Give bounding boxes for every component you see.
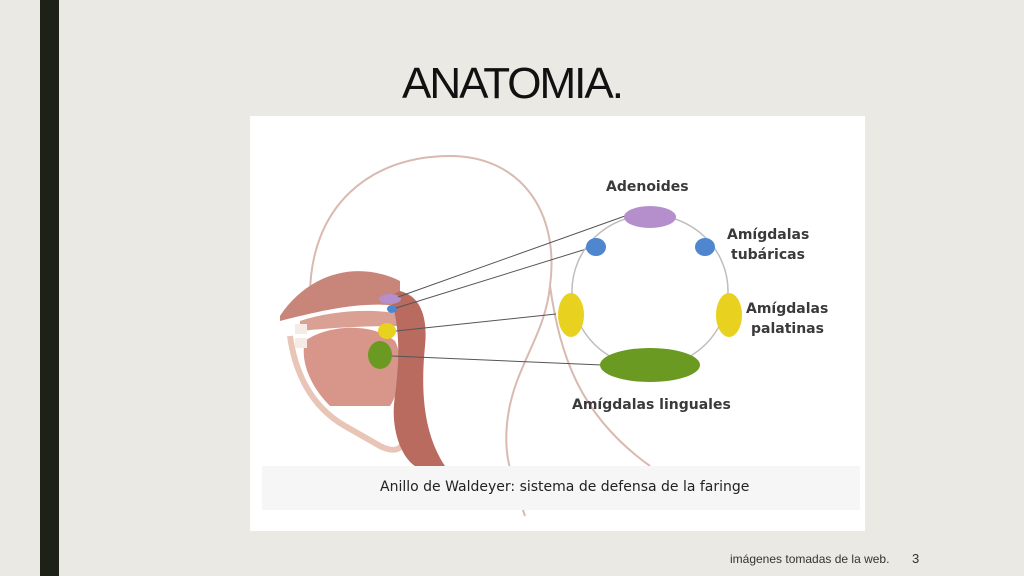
adenoides-node: [624, 206, 676, 228]
connector-linguales: [391, 355, 603, 366]
left-accent-bar: [40, 0, 59, 576]
label-adenoides: Adenoides: [606, 179, 689, 195]
pharynx: [390, 291, 445, 466]
nasal-cavity: [280, 271, 400, 321]
source-note: imágenes tomadas de la web.: [730, 552, 890, 566]
linguales-node: [600, 348, 700, 382]
figure-caption: Anillo de Waldeyer: sistema de defensa d…: [380, 479, 750, 495]
head-outline: [309, 154, 553, 517]
slide-title: ANATOMIA.: [402, 59, 624, 108]
waldeyer-ring-line: [571, 214, 729, 368]
connector-adenoides: [397, 215, 626, 298]
label-tubaricas-1: Amígdalas: [727, 227, 810, 243]
palatinas-node-right: [716, 293, 742, 337]
label-linguales: Amígdalas linguales: [572, 397, 731, 413]
tubaricas-node-right: [695, 238, 715, 256]
label-palatinas-1: Amígdalas: [746, 301, 829, 317]
waldeyer-ring-figure: Adenoides Amígdalas tubáricas Amígdalas …: [250, 116, 865, 531]
palate: [300, 310, 400, 331]
adenoid-in-head: [379, 294, 401, 304]
tubaricas-node-left: [586, 238, 606, 256]
neck-outline: [549, 285, 651, 467]
upper-teeth: [295, 324, 307, 334]
page-number: 3: [912, 551, 920, 566]
tubal-in-head: [387, 305, 397, 313]
connector-palatinas: [395, 313, 557, 332]
anatomy-illustration: [280, 154, 742, 517]
palatinas-node-left: [558, 293, 584, 337]
label-palatinas-2: palatinas: [751, 321, 824, 337]
caption-band: [262, 466, 860, 510]
label-tubaricas-2: tubáricas: [731, 247, 805, 263]
palatine-in-head: [378, 323, 396, 339]
connector-tubaricas: [395, 245, 597, 309]
lingual-in-head: [368, 341, 392, 369]
lower-teeth: [295, 338, 307, 348]
